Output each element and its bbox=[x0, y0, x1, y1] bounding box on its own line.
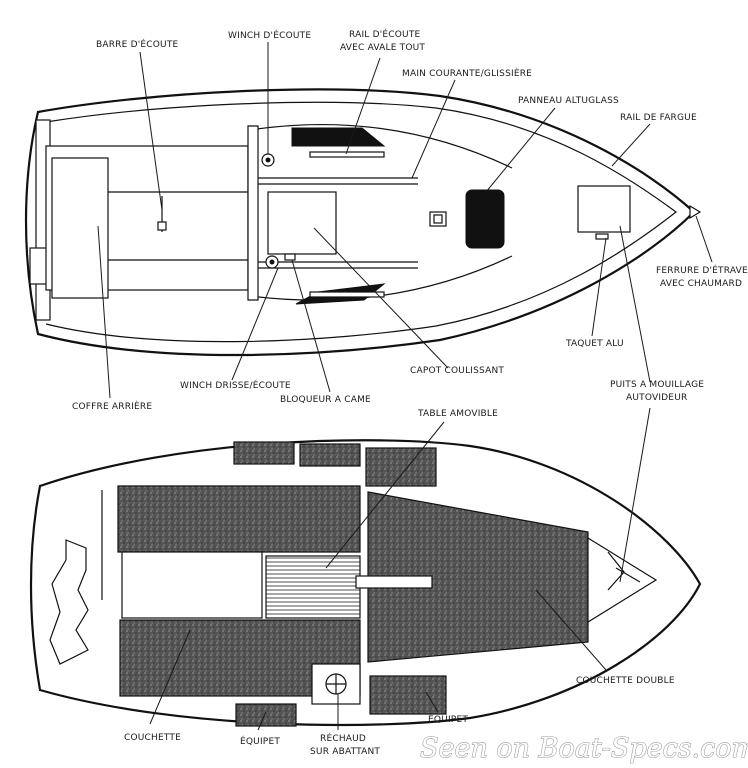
anchor-well-lid bbox=[577, 185, 631, 233]
equipet-top-1 bbox=[233, 441, 295, 465]
deck-vent bbox=[429, 211, 447, 227]
label-taquet: TAQUET ALU bbox=[565, 339, 624, 349]
outboard-bracket bbox=[49, 539, 89, 665]
label-puits-2: AUTOVIDEUR bbox=[626, 393, 687, 403]
label-ferrure-1: FERRURE D'ÉTRAVE bbox=[656, 264, 748, 276]
saloon-floor bbox=[121, 551, 263, 619]
label-rechaud-2: SUR ABATTANT bbox=[310, 747, 380, 757]
coffre-arriere-lid bbox=[51, 157, 109, 299]
bow-fitting bbox=[689, 204, 702, 220]
sheet-rail-bottom bbox=[309, 291, 385, 298]
label-rail-ecoute-2: AVEC AVALE TOUT bbox=[340, 43, 425, 53]
equipet-top-2 bbox=[299, 443, 361, 467]
equipet-bottom-1 bbox=[235, 703, 297, 727]
equipet-top-3 bbox=[365, 447, 437, 487]
label-panneau: PANNEAU ALTUGLASS bbox=[518, 96, 619, 106]
labels: BARRE D'ÉCOUTE WINCH D'ÉCOUTE RAIL D'ÉCO… bbox=[72, 28, 748, 757]
anchor-well-interior bbox=[587, 536, 658, 624]
label-couchette-double: COUCHETTE DOUBLE bbox=[576, 676, 675, 686]
sheet-rail-top bbox=[309, 151, 385, 158]
table-amovible bbox=[265, 555, 361, 619]
label-equipet-right: ÉQUIPET bbox=[428, 713, 468, 725]
label-coffre: COFFRE ARRIÈRE bbox=[72, 400, 152, 412]
window-top bbox=[291, 127, 386, 147]
taquet-alu bbox=[595, 233, 609, 240]
label-winch-drisse: WINCH DRISSE/ÉCOUTE bbox=[180, 379, 291, 391]
altuglass-hatch bbox=[465, 189, 505, 249]
label-rail-fargue: RAIL DE FARGUE bbox=[620, 113, 697, 123]
label-bloqueur: BLOQUEUR A CAME bbox=[280, 395, 371, 405]
label-barre-ecoute: BARRE D'ÉCOUTE bbox=[96, 38, 179, 50]
interior-plan bbox=[29, 439, 702, 727]
label-rechaud-1: RÉCHAUD bbox=[320, 732, 366, 744]
deck-plan bbox=[24, 88, 702, 357]
label-winch-ecoute: WINCH D'ÉCOUTE bbox=[228, 29, 311, 41]
table-leaf bbox=[355, 575, 433, 589]
cam-cleat bbox=[284, 253, 296, 261]
label-capot: CAPOT COULISSANT bbox=[410, 366, 504, 376]
couchette-double bbox=[367, 491, 589, 663]
leader-lines bbox=[97, 42, 713, 731]
label-table: TABLE AMOVIBLE bbox=[417, 409, 498, 419]
label-rail-ecoute-1: RAIL D'ÉCOUTE bbox=[349, 28, 421, 40]
sliding-hatch bbox=[267, 191, 337, 255]
label-main-courante: MAIN COURANTE/GLISSIÈRE bbox=[402, 67, 532, 79]
couchette-top bbox=[117, 485, 361, 553]
equipet-bottom-2 bbox=[369, 675, 447, 715]
rechaud bbox=[311, 663, 361, 705]
label-puits-1: PUITS A MOUILLAGE bbox=[610, 380, 704, 390]
watermark: Seen on Boat-Specs.com bbox=[420, 733, 748, 764]
label-couchette: COUCHETTE bbox=[124, 733, 181, 743]
cabin-top bbox=[247, 125, 259, 301]
deck-edge bbox=[45, 101, 677, 343]
label-equipet-left: ÉQUIPET bbox=[240, 735, 280, 747]
label-ferrure-2: AVEC CHAUMARD bbox=[660, 279, 742, 289]
